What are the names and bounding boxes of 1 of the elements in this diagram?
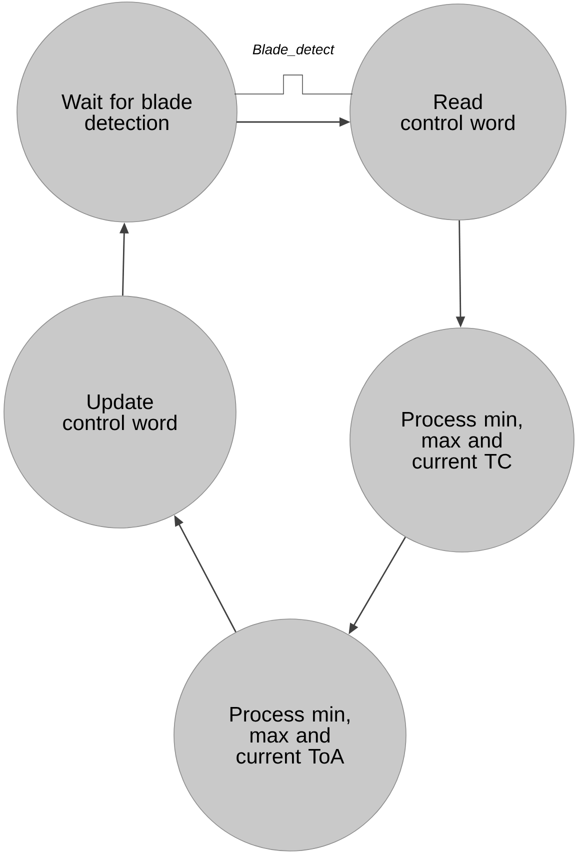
edge-label: Blade_detect bbox=[251, 43, 336, 57]
